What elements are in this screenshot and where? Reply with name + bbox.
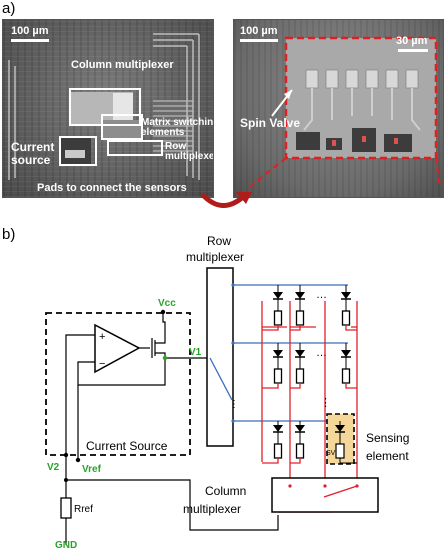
opamp-symbol: [94, 323, 141, 374]
current-source-wiring: [65, 312, 279, 545]
right-scale-bar-small-text: 30 µm: [396, 35, 428, 47]
vcc-label: Vcc: [158, 298, 176, 309]
row-wire-taps: [231, 283, 235, 423]
row-multiplexer-label-1: Row: [165, 141, 187, 152]
spin-valve-structures: [247, 36, 441, 189]
row-multiplexer-label-1: Row: [207, 234, 231, 248]
current-source-box: [45, 312, 191, 456]
opamp-minus-sign: −: [99, 358, 105, 370]
row-multiplexer-label-2: multiplexer: [186, 250, 244, 264]
row-mux-switch: [209, 357, 233, 401]
left-scale-bar: [11, 39, 49, 42]
chip-block-current-source-core: [65, 150, 85, 158]
vref-node: [75, 457, 81, 463]
spin-valve-label: Spin Valve: [240, 116, 301, 130]
vref-label: Vref: [82, 464, 102, 475]
rref-resistor: [60, 497, 72, 519]
panel-b-label: b): [2, 226, 16, 243]
transition-arrow: [200, 192, 252, 208]
column-multiplexer-label-2: multiplexer: [183, 502, 241, 516]
left-micrograph: 100 µm Column multiplexer Matrix switchi…: [2, 19, 214, 198]
current-source-box: [59, 136, 97, 166]
column-multiplexer-box: [69, 88, 141, 126]
column-mux-switch: [323, 485, 358, 498]
row-multiplexer-box: [206, 267, 234, 447]
matrix-ellipsis-vertical: ⋮: [320, 397, 331, 409]
right-scale-bar-large: [240, 39, 278, 42]
sv-label: SV: [326, 450, 336, 457]
matrix-ellipsis-top: …: [316, 289, 327, 301]
v1-label: V1: [189, 347, 202, 358]
junction-node: [64, 478, 68, 482]
matrix-cell-wiring: [277, 285, 347, 444]
sensing-element-label-1: Sensing: [366, 431, 409, 445]
right-scale-bar-large-text: 100 µm: [240, 25, 278, 37]
sensing-element-label-2: element: [366, 449, 409, 463]
circuit-schematic: + − Vcc V1 V2 Vref GND Rref Current Sour…: [45, 234, 409, 550]
matrix-switching-box: [101, 114, 143, 140]
vcc-node: [160, 309, 166, 315]
panel-a-label: a): [2, 0, 16, 17]
row-mux-ellipsis: ⋮: [229, 399, 239, 410]
chip-routing: [8, 33, 200, 180]
column-multiplexer-box: [271, 477, 379, 513]
transition-arrow-curve: [200, 192, 246, 208]
left-scale-bar-text: 100 µm: [11, 25, 49, 37]
gnd-label: GND: [55, 540, 77, 550]
v1-node: [162, 355, 168, 361]
sensing-element-resistor: [335, 443, 345, 459]
v2-label: V2: [47, 462, 60, 473]
transition-arrow-head: [236, 192, 252, 204]
row-multiplexer-label-2: multiplexer: [165, 151, 214, 162]
right-scale-bar-small: [398, 49, 428, 52]
matrix-switching-label-2: elements: [141, 127, 185, 138]
rref-label: Rref: [74, 504, 93, 515]
sensing-element-wiring: [339, 421, 357, 464]
matrix-ellipsis-middle: …: [316, 347, 327, 359]
column-multiplexer-label: Column multiplexer: [71, 59, 174, 71]
column-multiplexer-label-1: Column: [205, 484, 246, 498]
current-source-label-2: source: [11, 153, 51, 167]
pads-label: Pads to connect the sensors: [37, 182, 187, 194]
matrix-switching-label-1: Matrix switching: [141, 117, 214, 128]
v2-node: [63, 452, 69, 458]
current-source-label-1: Current: [11, 140, 55, 154]
opamp-plus-sign: +: [99, 331, 105, 343]
right-micrograph: 100 µm 30 µm Spin Valve: [233, 19, 444, 198]
current-source-label: Current Source: [86, 439, 168, 453]
row-multiplexer-box: [107, 140, 163, 156]
